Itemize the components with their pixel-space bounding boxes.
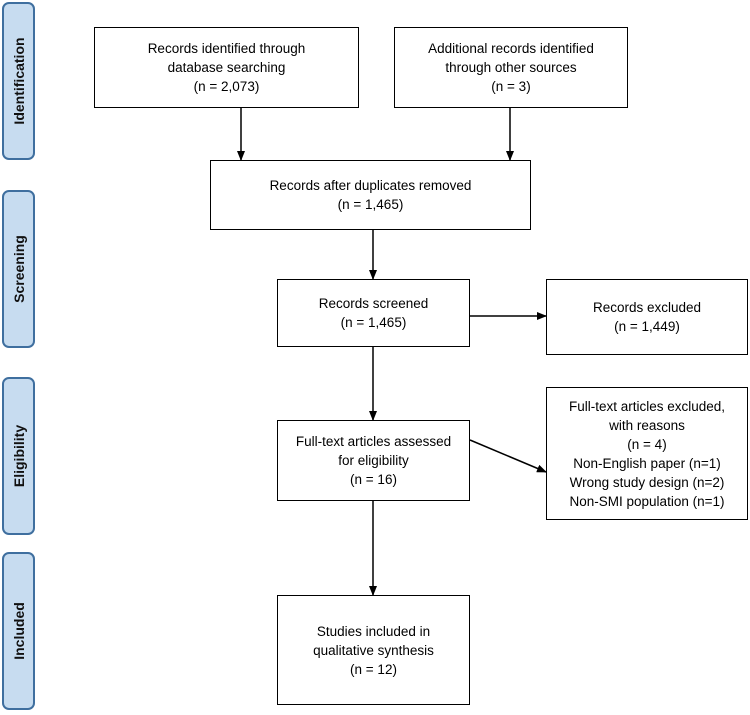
phase-included: Included: [2, 552, 35, 710]
phase-eligibility: Eligibility: [2, 377, 35, 535]
box-studies-included: Studies included in qualitative synthesi…: [277, 595, 470, 705]
box-records-screened: Records screened (n = 1,465): [277, 279, 470, 347]
box-records-excluded: Records excluded (n = 1,449): [546, 279, 748, 355]
arrow-fulltext-to-excluded: [469, 439, 547, 473]
box-records-identified-database: Records identified through database sear…: [94, 27, 359, 108]
phase-screening: Screening: [2, 190, 35, 348]
box-after-duplicates-removed: Records after duplicates removed (n = 1,…: [210, 160, 531, 230]
box-fulltext-excluded: Full-text articles excluded, with reason…: [546, 387, 748, 520]
phase-identification: Identification: [2, 2, 35, 160]
box-fulltext-assessed: Full-text articles assessed for eligibil…: [277, 420, 470, 501]
box-additional-records: Additional records identified through ot…: [394, 27, 628, 108]
